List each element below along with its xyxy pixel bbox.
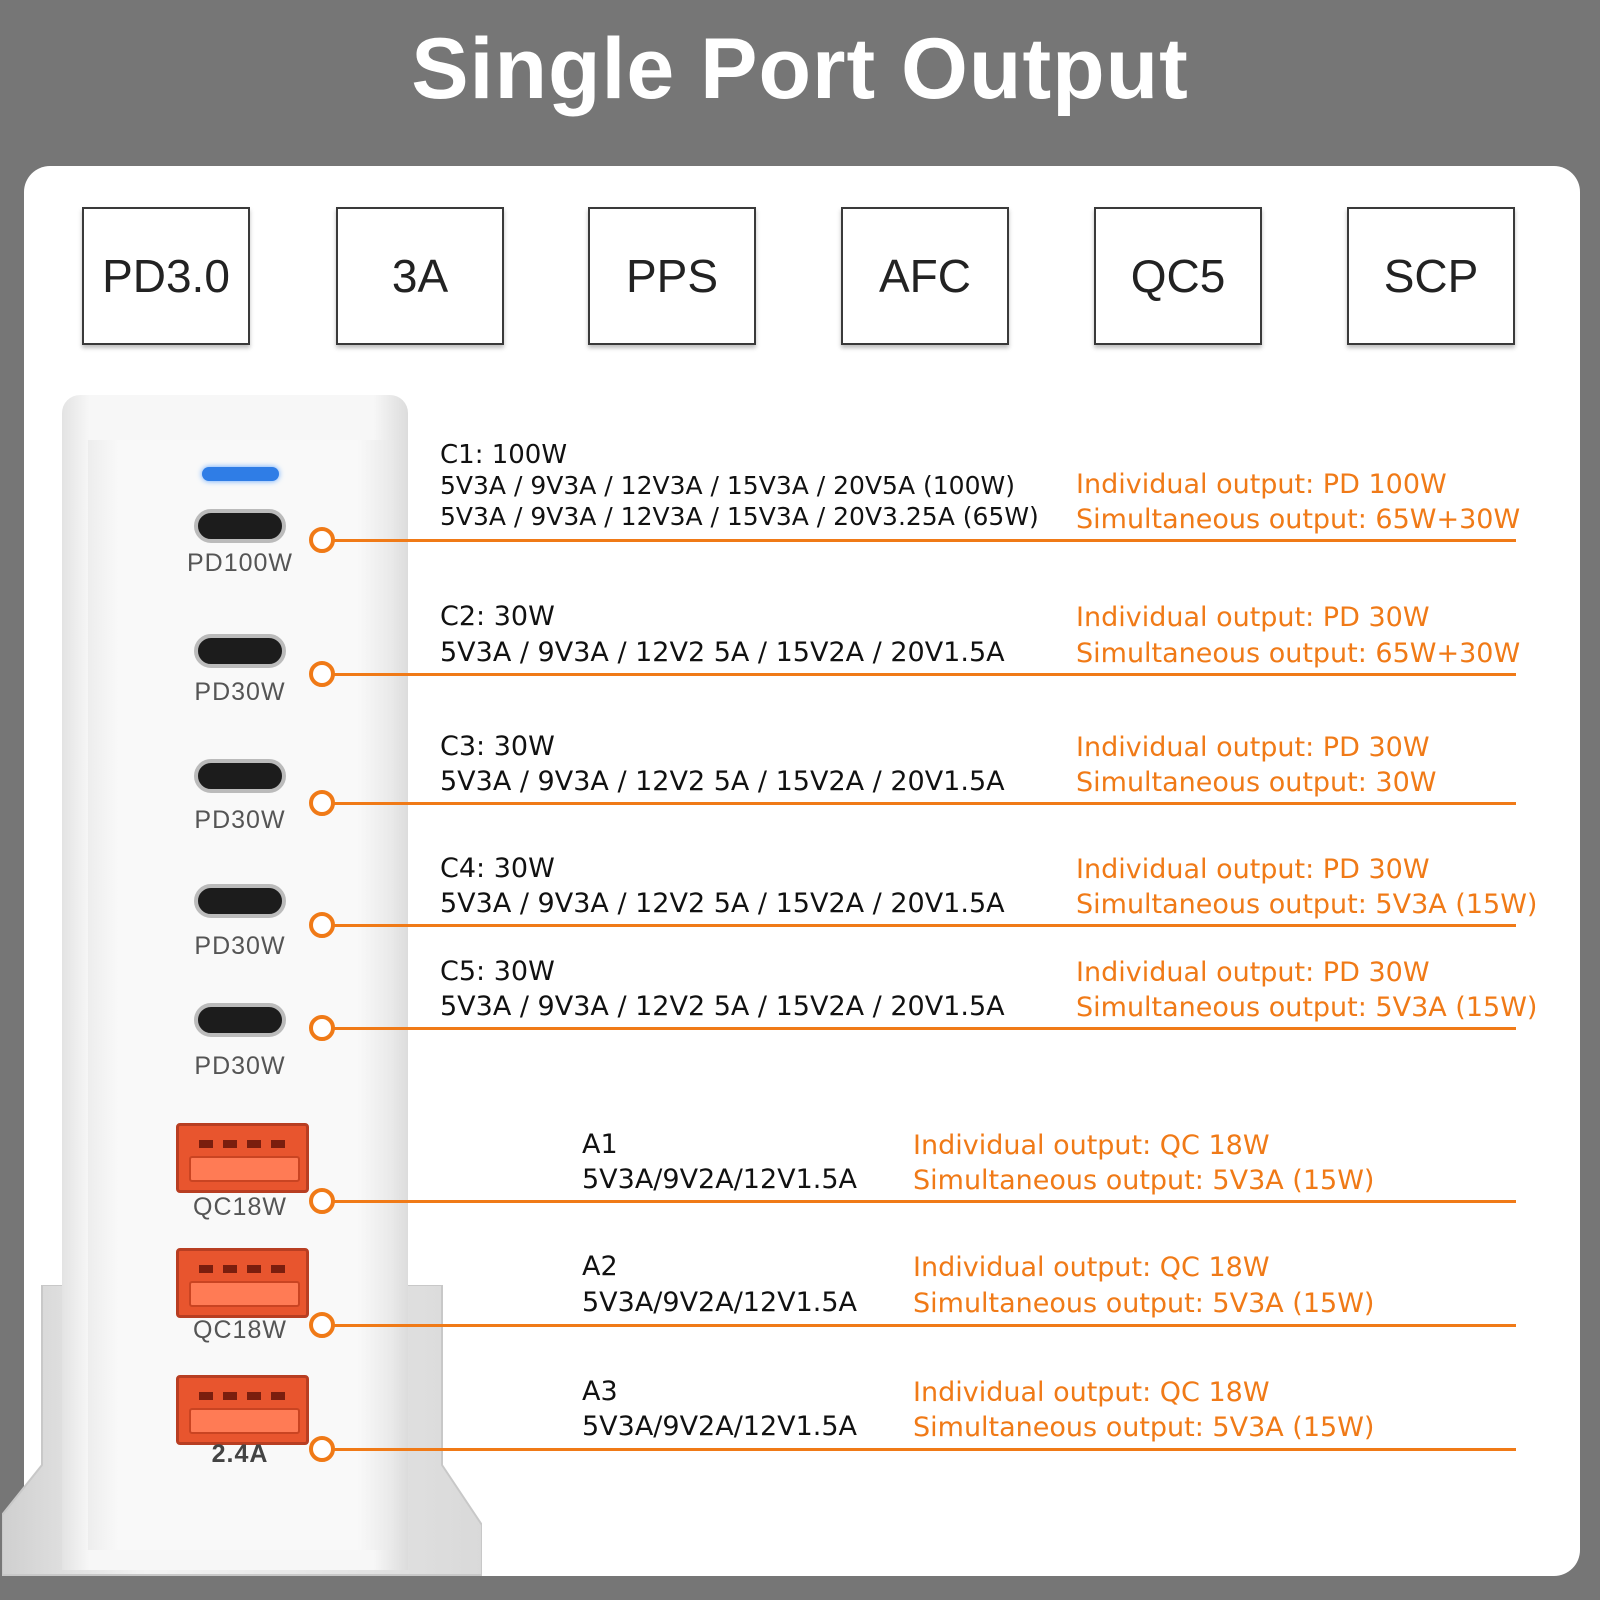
individual-output: Individual output: PD 30W xyxy=(1076,732,1430,763)
usb-c-port-icon xyxy=(194,759,286,793)
badge-pd30: PD3.0 xyxy=(82,207,250,345)
port-spec: 5V3A / 9V3A / 12V2 5A / 15V2A / 20V1.5A xyxy=(440,766,1005,797)
port-name: C5: 30W xyxy=(440,956,555,987)
connector-dot xyxy=(309,1436,335,1462)
connector-line xyxy=(333,1324,1516,1327)
individual-output: Individual output: PD 30W xyxy=(1076,602,1430,633)
simultaneous-output: Simultaneous output: 30W xyxy=(1076,767,1437,798)
connector-line xyxy=(333,539,1516,542)
port-name: C1: 100W xyxy=(440,440,568,470)
badge-afc: AFC xyxy=(841,207,1009,345)
port-label: PD30W xyxy=(194,678,286,706)
individual-output: Individual output: PD 30W xyxy=(1076,854,1430,885)
port-name: C3: 30W xyxy=(440,731,555,762)
usb-c-port-icon xyxy=(194,634,286,668)
port-name: C4: 30W xyxy=(440,853,555,884)
port-spec: 5V3A/9V2A/12V1.5A xyxy=(582,1287,858,1318)
led-indicator-icon xyxy=(202,467,279,481)
port-name: A1 xyxy=(582,1129,618,1160)
usb-a-port-icon xyxy=(176,1248,309,1318)
port-name: C2: 30W xyxy=(440,601,555,632)
simultaneous-output: Simultaneous output: 5V3A (15W) xyxy=(913,1288,1375,1319)
connector-dot xyxy=(309,1015,335,1041)
charger-face xyxy=(88,440,394,1550)
connector-line xyxy=(333,924,1516,927)
usb-a-port-icon xyxy=(176,1375,309,1445)
port-name: A3 xyxy=(582,1376,618,1407)
page-title: Single Port Output xyxy=(411,21,1189,117)
individual-output: Individual output: PD 100W xyxy=(1076,469,1447,500)
simultaneous-output: Simultaneous output: 5V3A (15W) xyxy=(913,1165,1375,1196)
port-spec: 5V3A / 9V3A / 12V3A / 15V3A / 20V5A (100… xyxy=(440,471,1015,500)
usb-c-port-icon xyxy=(194,884,286,918)
connector-dot xyxy=(309,661,335,687)
individual-output: Individual output: QC 18W xyxy=(913,1130,1270,1161)
usb-c-port-icon xyxy=(194,1003,286,1037)
port-label: PD30W xyxy=(194,932,286,960)
connector-line xyxy=(333,1448,1516,1451)
port-spec: 5V3A / 9V3A / 12V3A / 15V3A / 20V3.25A (… xyxy=(440,502,1039,531)
badge-qc5: QC5 xyxy=(1094,207,1262,345)
port-spec: 5V3A/9V2A/12V1.5A xyxy=(582,1164,858,1195)
simultaneous-output: Simultaneous output: 65W+30W xyxy=(1076,638,1521,669)
simultaneous-output: Simultaneous output: 5V3A (15W) xyxy=(1076,992,1538,1023)
individual-output: Individual output: PD 30W xyxy=(1076,957,1430,988)
port-name: A2 xyxy=(582,1251,618,1282)
port-spec: 5V3A/9V2A/12V1.5A xyxy=(582,1411,858,1442)
connector-line xyxy=(333,802,1516,805)
connector-dot xyxy=(309,790,335,816)
port-label: QC18W xyxy=(193,1193,287,1221)
port-label: PD30W xyxy=(194,806,286,834)
connector-line xyxy=(333,1027,1516,1030)
connector-dot xyxy=(309,912,335,938)
port-label: 2.4A xyxy=(211,1440,269,1468)
individual-output: Individual output: QC 18W xyxy=(913,1377,1270,1408)
connector-line xyxy=(333,673,1516,676)
usb-a-port-icon xyxy=(176,1123,309,1193)
port-spec: 5V3A / 9V3A / 12V2 5A / 15V2A / 20V1.5A xyxy=(440,888,1005,919)
connector-line xyxy=(333,1200,1516,1203)
simultaneous-output: Simultaneous output: 65W+30W xyxy=(1076,504,1521,535)
simultaneous-output: Simultaneous output: 5V3A (15W) xyxy=(1076,889,1538,920)
badge-scp: SCP xyxy=(1347,207,1515,345)
port-label: PD100W xyxy=(186,549,294,577)
usb-c-port-icon xyxy=(194,509,286,543)
simultaneous-output: Simultaneous output: 5V3A (15W) xyxy=(913,1412,1375,1443)
port-label: PD30W xyxy=(194,1052,286,1080)
badge-pps: PPS xyxy=(588,207,756,345)
port-spec: 5V3A / 9V3A / 12V2 5A / 15V2A / 20V1.5A xyxy=(440,991,1005,1022)
connector-dot xyxy=(309,1312,335,1338)
connector-dot xyxy=(309,1188,335,1214)
port-spec: 5V3A / 9V3A / 12V2 5A / 15V2A / 20V1.5A xyxy=(440,637,1005,668)
individual-output: Individual output: QC 18W xyxy=(913,1252,1270,1283)
port-label: QC18W xyxy=(193,1316,287,1344)
connector-dot xyxy=(309,527,335,553)
badge-3a: 3A xyxy=(336,207,504,345)
